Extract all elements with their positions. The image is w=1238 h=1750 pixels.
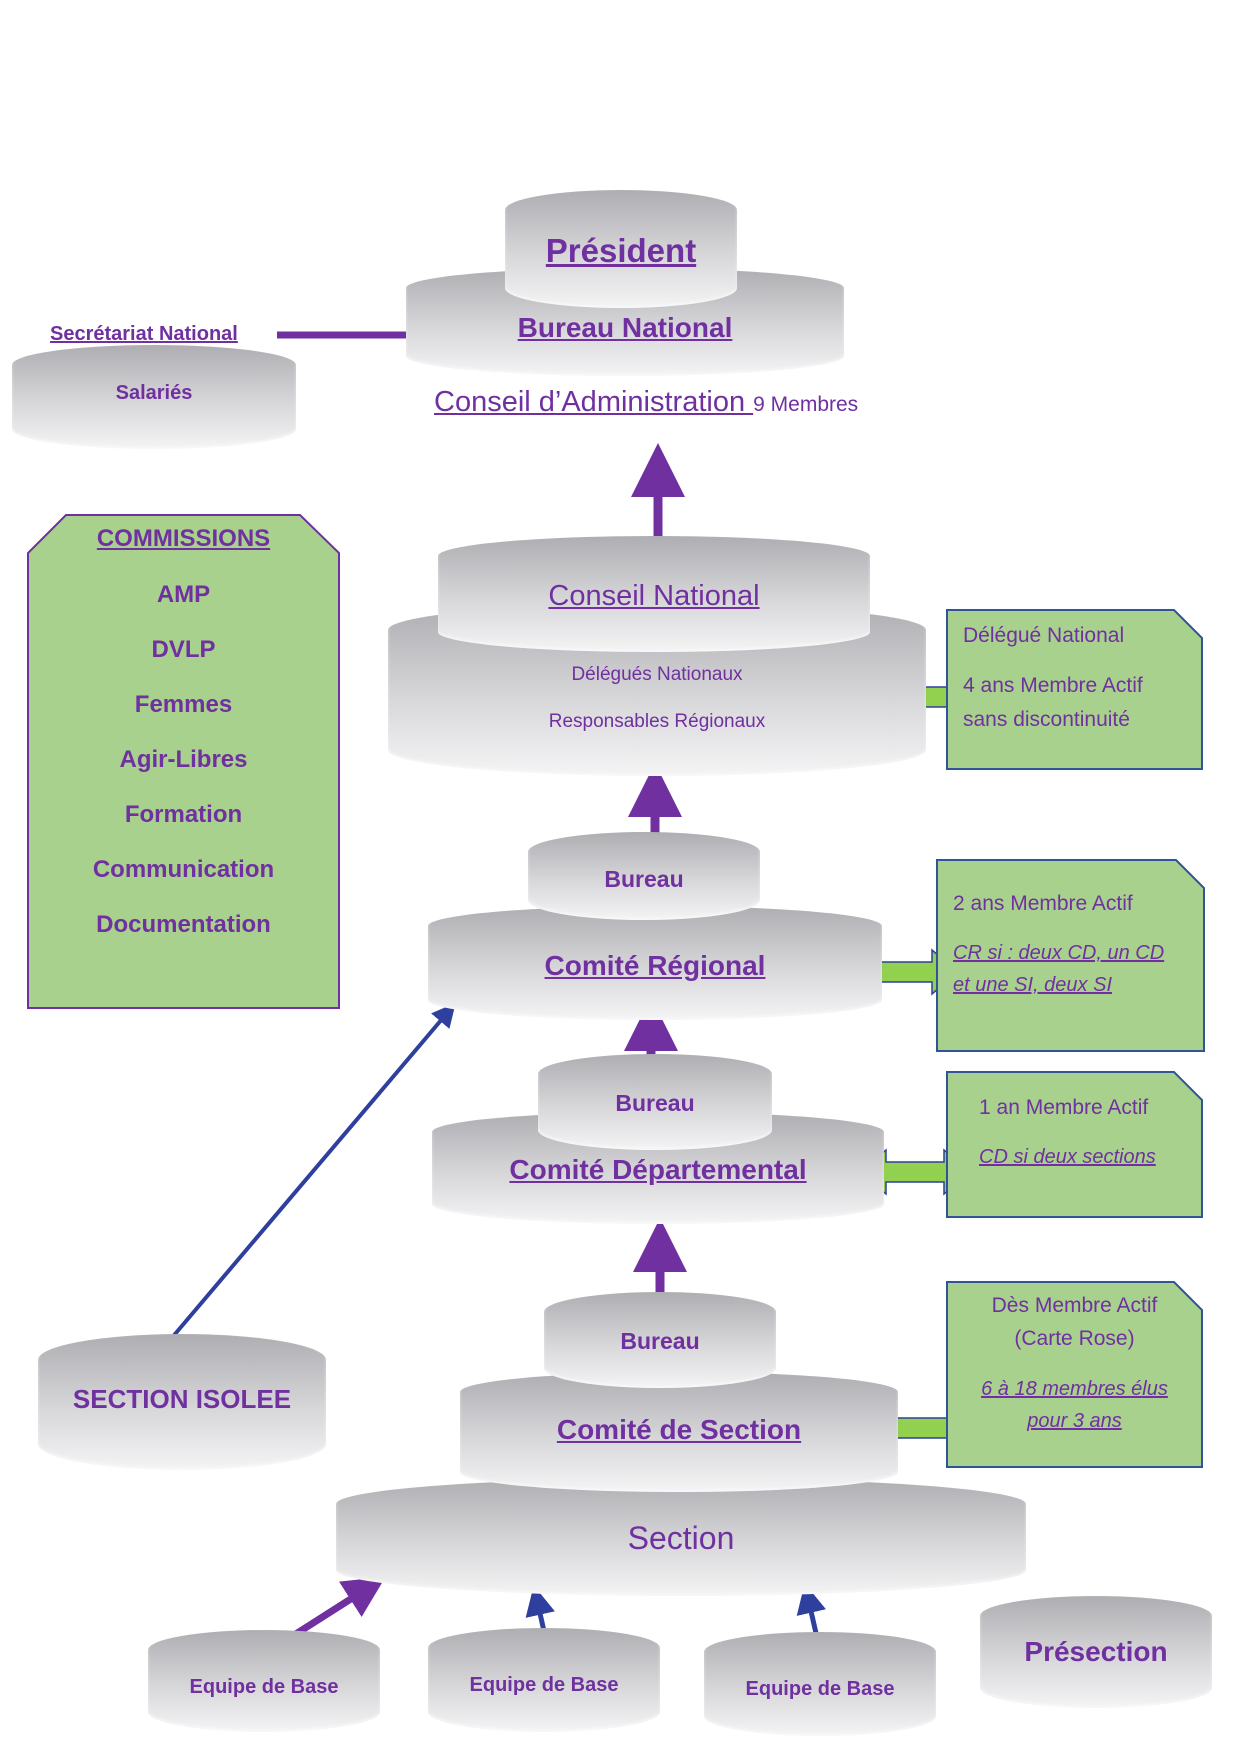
delegues-nationaux-label: Délégués Nationaux (571, 664, 743, 685)
bureau-departemental-tier: Bureau (538, 1054, 772, 1150)
note-national-line1: Délégué National (963, 624, 1125, 647)
bureau-section-tier: Bureau (544, 1292, 776, 1388)
president-label: Président (545, 232, 697, 269)
note-national-line2: 4 ans Membre Actif (963, 674, 1143, 697)
note-section-border (946, 1281, 1203, 1468)
note-section-line1: Dès Membre Actif (991, 1294, 1158, 1317)
comite-regional-label: Comité Régional (544, 950, 766, 981)
presection-tier: Présection (980, 1596, 1212, 1708)
equipe-de-base: Equipe de Base (428, 1628, 660, 1732)
note-departemental-border (946, 1071, 1203, 1218)
comite-departemental-label: Comité Départemental (509, 1154, 807, 1185)
note-national-line3: sans discontinuité (963, 708, 1130, 731)
note-national-border (946, 609, 1203, 770)
commission-item: AMP (156, 581, 211, 608)
commissions-box: COMMISSIONS AMP DVLP Femmes Agir-Libres … (28, 515, 339, 1008)
section-isolee-tier: SECTION ISOLEE (38, 1334, 326, 1470)
comite-regional-tier: Comité Régional (428, 906, 882, 1020)
bureau-departemental-label: Bureau (615, 1090, 695, 1116)
comite-section-tier: Comité de Section (460, 1372, 898, 1492)
note-section-line4: pour 3 ans (1027, 1410, 1122, 1432)
equipe-de-base-label: Equipe de Base (189, 1676, 339, 1698)
bureau-regional-label: Bureau (604, 866, 684, 892)
commission-item: DVLP (151, 636, 216, 663)
equipe-de-base-label: Equipe de Base (745, 1678, 895, 1700)
commission-item: Communication (92, 856, 275, 883)
conseil-administration-label: Conseil d’Administration (434, 386, 754, 418)
comite-departemental-tier: Comité Départemental (432, 1112, 884, 1224)
conseil-national-top-tier: Conseil National (438, 536, 870, 652)
equipe-de-base: Equipe de Base (148, 1630, 380, 1732)
note-regional-line3: et une SI, deux SI (953, 974, 1112, 996)
secretariat-national-label: Secrétariat National (50, 323, 238, 345)
note-departemental-line2: CD si deux sections (979, 1146, 1156, 1168)
commission-item: Femmes (134, 691, 233, 718)
responsables-regionaux-label: Responsables Régionaux (548, 711, 766, 732)
president-tier: Président (505, 190, 737, 308)
section-label: Section (627, 1520, 735, 1556)
conseil-administration-members: 9 Membres (753, 393, 859, 416)
equipe-de-base-label: Equipe de Base (469, 1674, 619, 1696)
bureau-national-label: Bureau National (517, 312, 733, 343)
commission-item: Documentation (96, 911, 271, 938)
equipe-de-base: Equipe de Base (704, 1632, 936, 1736)
note-section-line3: 6 à 18 membres élus (981, 1378, 1168, 1400)
note-national: Délégué National 4 ans Membre Actif sans… (947, 610, 1202, 769)
note-departemental: 1 an Membre Actif CD si deux sections (947, 1072, 1202, 1217)
note-regional: 2 ans Membre Actif CR si : deux CD, un C… (937, 860, 1204, 1051)
commission-item: Agir-Libres (119, 746, 248, 773)
salaries-label: Salariés (115, 382, 193, 404)
note-regional-line2: CR si : deux CD, un CD (953, 942, 1165, 964)
comite-section-label: Comité de Section (556, 1414, 802, 1445)
commission-item: Formation (124, 801, 243, 828)
note-regional-border (936, 859, 1205, 1052)
note-section: Dès Membre Actif (Carte Rose) 6 à 18 mem… (947, 1282, 1202, 1467)
salaries-tier: Salariés (12, 345, 296, 449)
presection-label: Présection (1024, 1636, 1168, 1667)
section-isolee-label: SECTION ISOLEE (72, 1384, 292, 1414)
note-regional-line1: 2 ans Membre Actif (953, 892, 1133, 915)
section-tier: Section (336, 1478, 1026, 1596)
commissions-border (27, 514, 340, 1009)
note-section-line2: (Carte Rose) (1014, 1327, 1135, 1350)
note-departemental-line1: 1 an Membre Actif (979, 1096, 1149, 1119)
arrow-isolee-to-cr (168, 1002, 456, 1342)
bureau-regional-tier: Bureau (528, 832, 760, 920)
conseil-administration: Conseil d’Administration 9 Membres (434, 386, 858, 419)
commissions-title: COMMISSIONS (96, 525, 271, 552)
bureau-section-label: Bureau (620, 1328, 700, 1354)
conseil-national-label: Conseil National (548, 580, 760, 612)
